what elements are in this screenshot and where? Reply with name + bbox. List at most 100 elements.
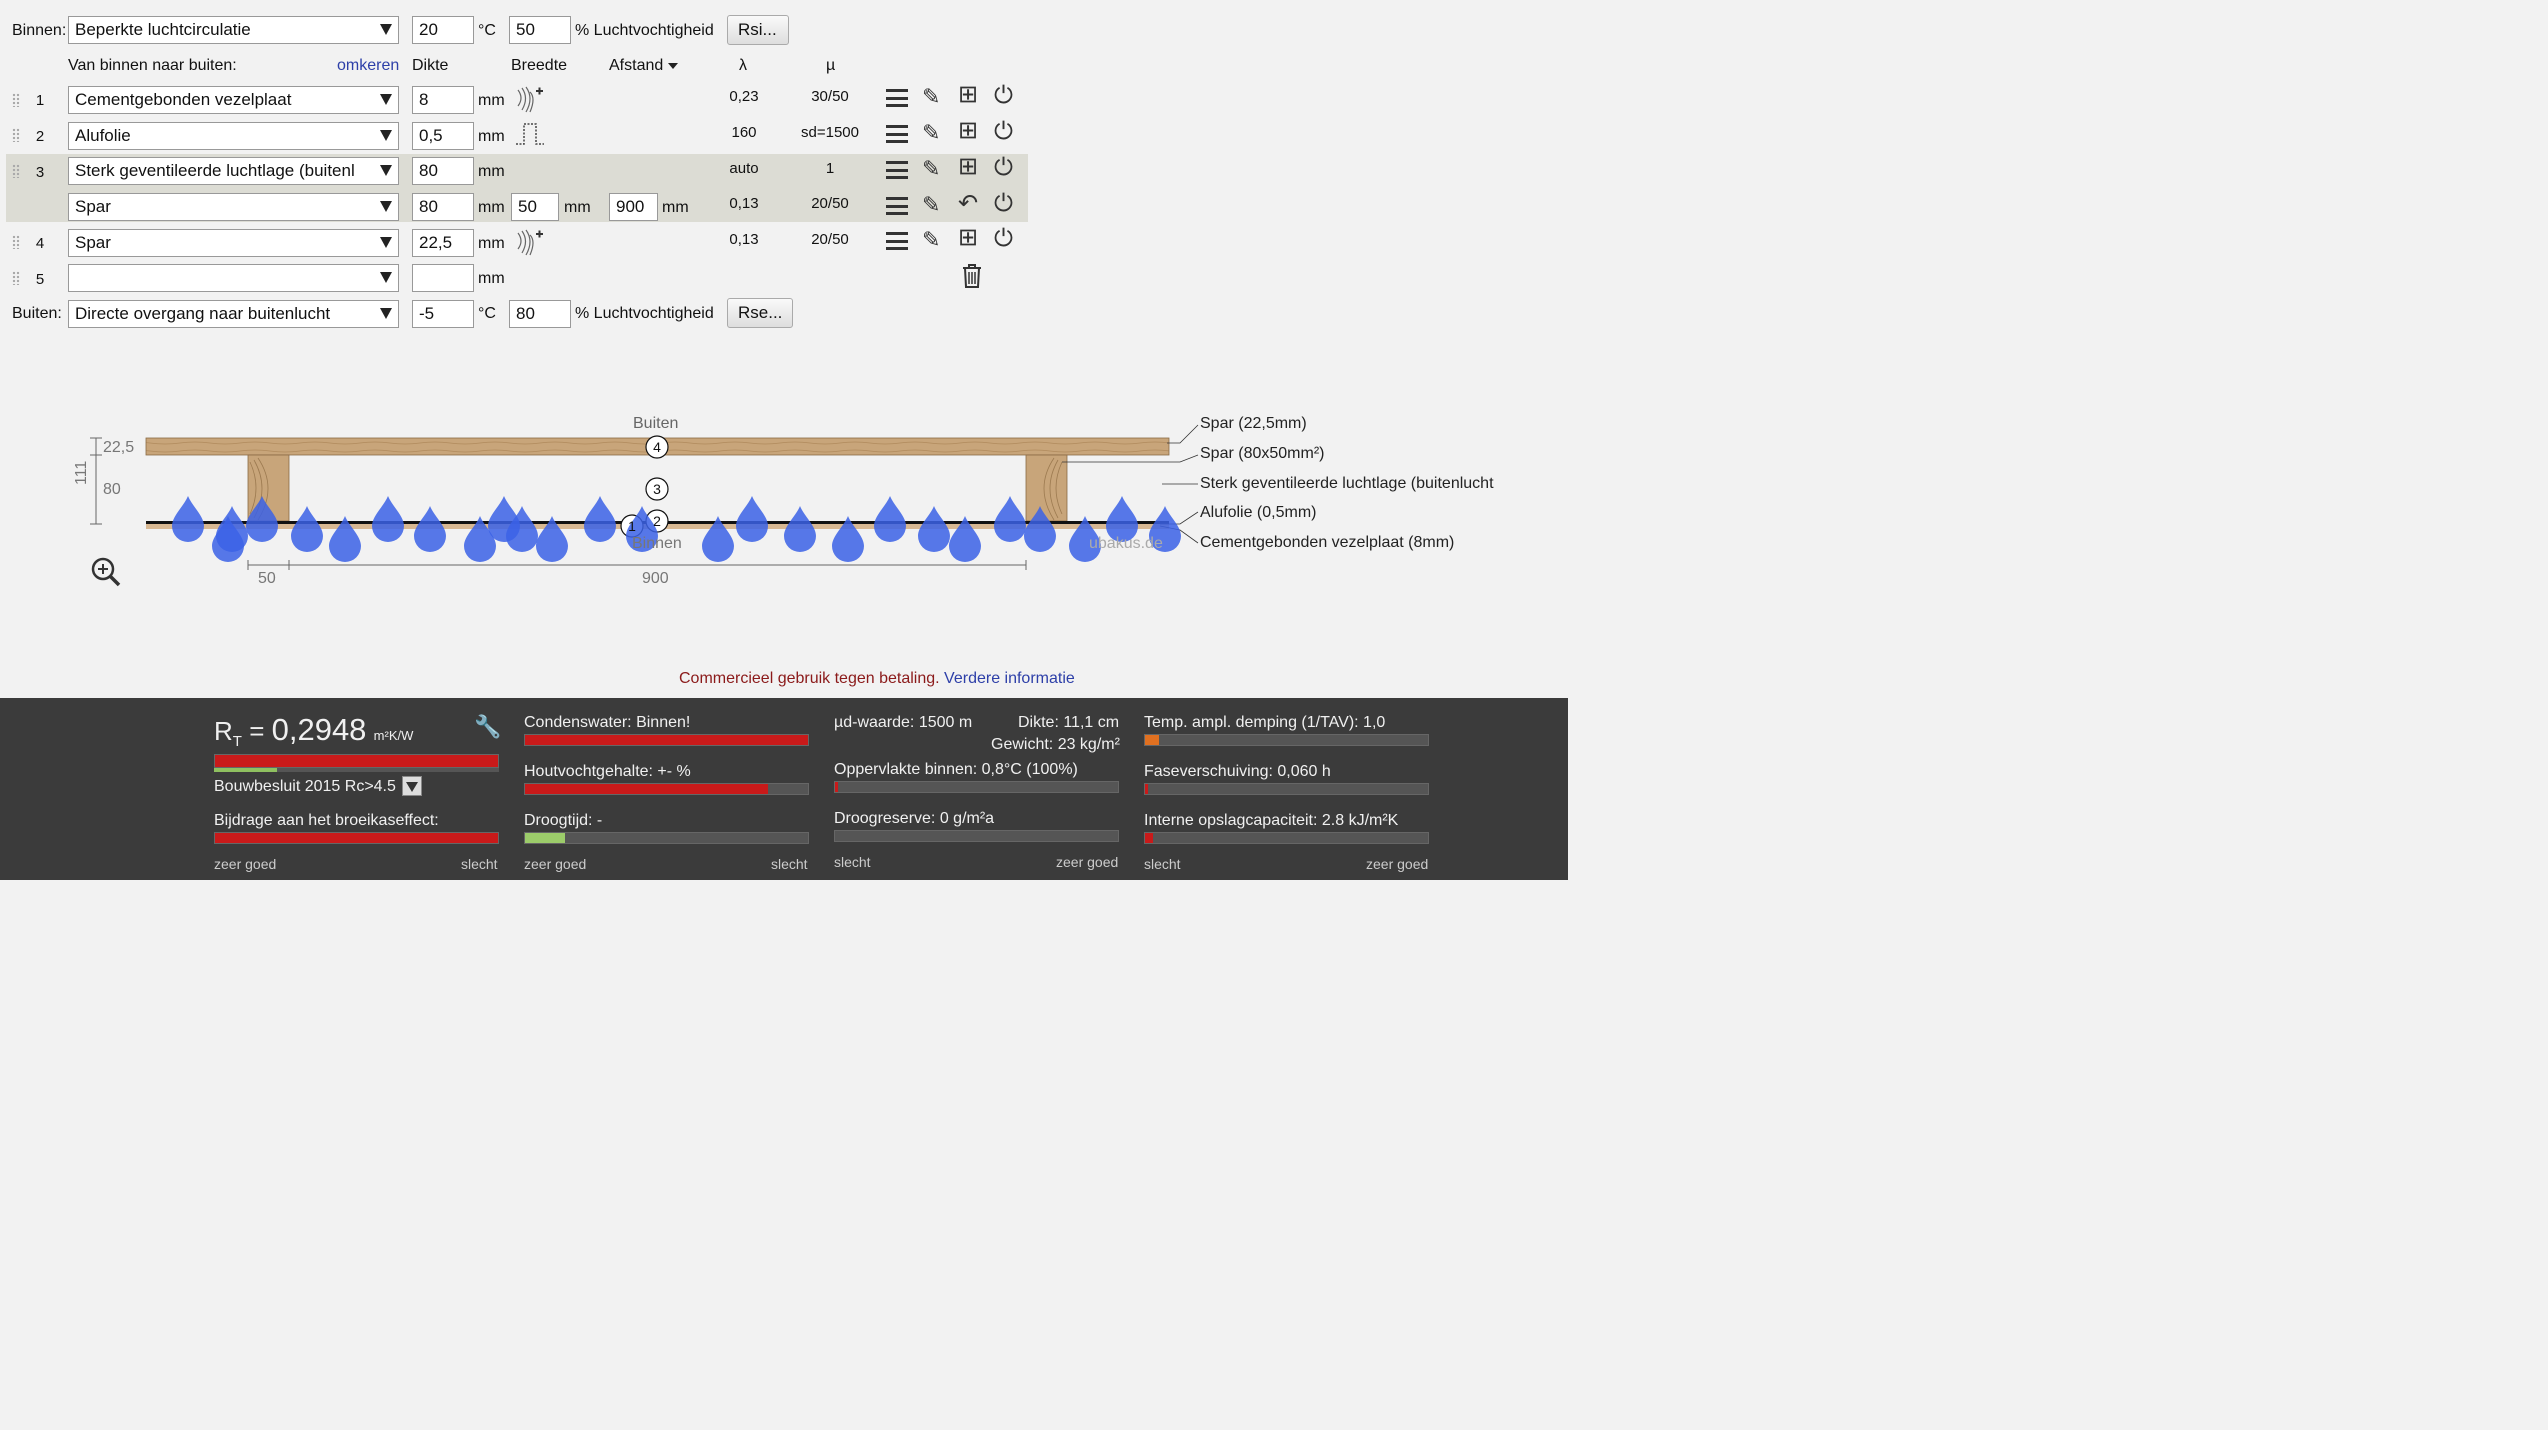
pencil-icon[interactable]: ✎ <box>922 192 941 217</box>
legend-item: Spar (80x50mm²) <box>1200 445 1325 462</box>
chevron-down-icon <box>380 201 392 212</box>
outside-temp-input[interactable]: -5 <box>412 300 474 328</box>
layer-1-material-select[interactable]: Cementgebonden vezelplaat <box>68 86 399 114</box>
drag-handle-icon[interactable] <box>12 164 20 178</box>
layer-3-material-select[interactable]: Sterk geventileerde luchtlage (buitenl <box>68 157 399 185</box>
unit-label: mm <box>478 270 505 287</box>
surface-temp-label: Oppervlakte binnen: 0,8°C (100%) <box>834 761 1078 778</box>
layer-3-sub-thickness-input[interactable]: 80 <box>412 193 474 221</box>
phase-shift-bar <box>1144 783 1429 795</box>
inside-material-select[interactable]: Beperkte luchtcirculatie <box>68 16 399 44</box>
menu-icon[interactable] <box>886 125 908 143</box>
water-drop-icon <box>626 506 658 552</box>
pulse-profile-icon[interactable] <box>514 120 546 148</box>
trash-icon[interactable] <box>961 263 983 289</box>
unit-label: mm <box>478 92 505 109</box>
power-icon[interactable]: ⏻ <box>994 118 1013 145</box>
thickness-header: Dikte <box>412 57 449 74</box>
water-drop-icon <box>372 496 404 542</box>
zoom-in-icon[interactable] <box>90 556 122 588</box>
commercial-notice: Commercieel gebruik tegen betaling. Verd… <box>679 670 1075 687</box>
undo-arrow-icon[interactable]: ↶ <box>958 190 979 217</box>
unit-label: mm <box>662 199 689 216</box>
inside-humidity-input[interactable]: 50 <box>509 16 571 44</box>
drag-handle-icon[interactable] <box>12 271 20 285</box>
pencil-icon[interactable]: ✎ <box>922 156 941 181</box>
mu-value: 1 <box>825 160 835 177</box>
inside-label: Binnen: <box>12 22 67 39</box>
layer-2-material-select[interactable]: Alufolie <box>68 122 399 150</box>
menu-icon[interactable] <box>886 161 908 179</box>
distance-header[interactable]: Afstand <box>609 57 678 75</box>
diagram-top-label: Buiten <box>633 415 679 432</box>
layer-5-thickness-input[interactable] <box>412 264 474 292</box>
power-icon[interactable]: ⏻ <box>994 190 1013 217</box>
lambda-value: 0,13 <box>729 231 759 248</box>
wood-grain-add-icon[interactable] <box>516 84 544 114</box>
layer-5-material-select[interactable] <box>68 264 399 292</box>
rse-button[interactable]: Rse... <box>727 298 793 328</box>
greenhouse-bar <box>214 832 499 844</box>
temp-ampl-bar <box>1144 734 1429 746</box>
insert-layer-icon[interactable]: ⊞ <box>958 224 979 251</box>
layer-3-thickness-input[interactable]: 80 <box>412 157 474 185</box>
scale-bad: slecht <box>771 856 808 872</box>
drag-handle-icon[interactable] <box>12 235 20 249</box>
pencil-icon[interactable]: ✎ <box>922 120 941 145</box>
lambda-header: λ <box>739 57 747 74</box>
layer-3-sub-distance-input[interactable]: 900 <box>609 193 658 221</box>
outside-humidity-input[interactable]: 80 <box>509 300 571 328</box>
drying-reserve-bar <box>834 830 1119 842</box>
drag-handle-icon[interactable] <box>12 128 20 142</box>
water-drop-icon <box>832 516 864 562</box>
mu-value: 20/50 <box>811 195 849 212</box>
menu-icon[interactable] <box>886 232 908 250</box>
layer-4-thickness-input[interactable]: 22,5 <box>412 229 474 257</box>
surface-temp-bar <box>834 781 1119 793</box>
pencil-icon[interactable]: ✎ <box>922 84 941 109</box>
inside-temp-unit: °C <box>478 22 496 39</box>
chevron-down-icon <box>380 165 392 176</box>
pencil-icon[interactable]: ✎ <box>922 227 941 252</box>
standard-dropdown[interactable] <box>402 776 422 796</box>
menu-icon[interactable] <box>886 197 908 215</box>
insert-layer-icon[interactable]: ⊞ <box>958 153 979 180</box>
power-icon[interactable]: ⏻ <box>994 154 1013 181</box>
layer-3-sub-material-select[interactable]: Spar <box>68 193 399 221</box>
wrench-icon[interactable]: 🔧 <box>474 714 502 739</box>
rt-bar <box>214 754 499 768</box>
layer-3-sub-width-input[interactable]: 50 <box>511 193 559 221</box>
wood-grain-add-icon[interactable] <box>516 227 544 257</box>
layer-1-thickness-input[interactable]: 8 <box>412 86 474 114</box>
power-icon[interactable]: ⏻ <box>994 225 1013 252</box>
reverse-link[interactable]: omkeren <box>337 57 400 74</box>
layer-number: 3 <box>35 164 45 181</box>
insert-layer-icon[interactable]: ⊞ <box>958 117 979 144</box>
unit-label: mm <box>478 163 505 180</box>
water-drop-icon <box>506 506 538 552</box>
water-drop-icon <box>536 516 568 562</box>
outside-material-select[interactable]: Directe overgang naar buitenlucht <box>68 300 399 328</box>
water-drop-icon <box>1149 506 1181 552</box>
drag-handle-icon[interactable] <box>12 93 20 107</box>
mu-value: sd=1500 <box>801 124 859 141</box>
construction-diagram <box>90 424 1199 570</box>
phase-shift-label: Faseverschuiving: 0,060 h <box>1144 763 1331 780</box>
water-drop-icon <box>918 506 950 552</box>
chevron-down-icon <box>406 782 418 792</box>
inside-temp-input[interactable]: 20 <box>412 16 474 44</box>
menu-icon[interactable] <box>886 89 908 107</box>
rsi-button[interactable]: Rsi... <box>727 15 789 45</box>
rt-value: RT = 0,2948 m²K/W <box>214 712 414 751</box>
insert-layer-icon[interactable]: ⊞ <box>958 81 979 108</box>
water-drop-icon <box>1024 506 1056 552</box>
layer-4-material-select[interactable]: Spar <box>68 229 399 257</box>
power-icon[interactable]: ⏻ <box>994 82 1013 109</box>
layer-number: 4 <box>35 235 45 252</box>
water-drop-icon <box>784 506 816 552</box>
dim-mid: 80 <box>103 481 121 498</box>
layer-2-thickness-input[interactable]: 0,5 <box>412 122 474 150</box>
unit-label: mm <box>478 128 505 145</box>
drying-bar <box>524 832 809 844</box>
more-info-link[interactable]: Verdere informatie <box>944 670 1075 687</box>
